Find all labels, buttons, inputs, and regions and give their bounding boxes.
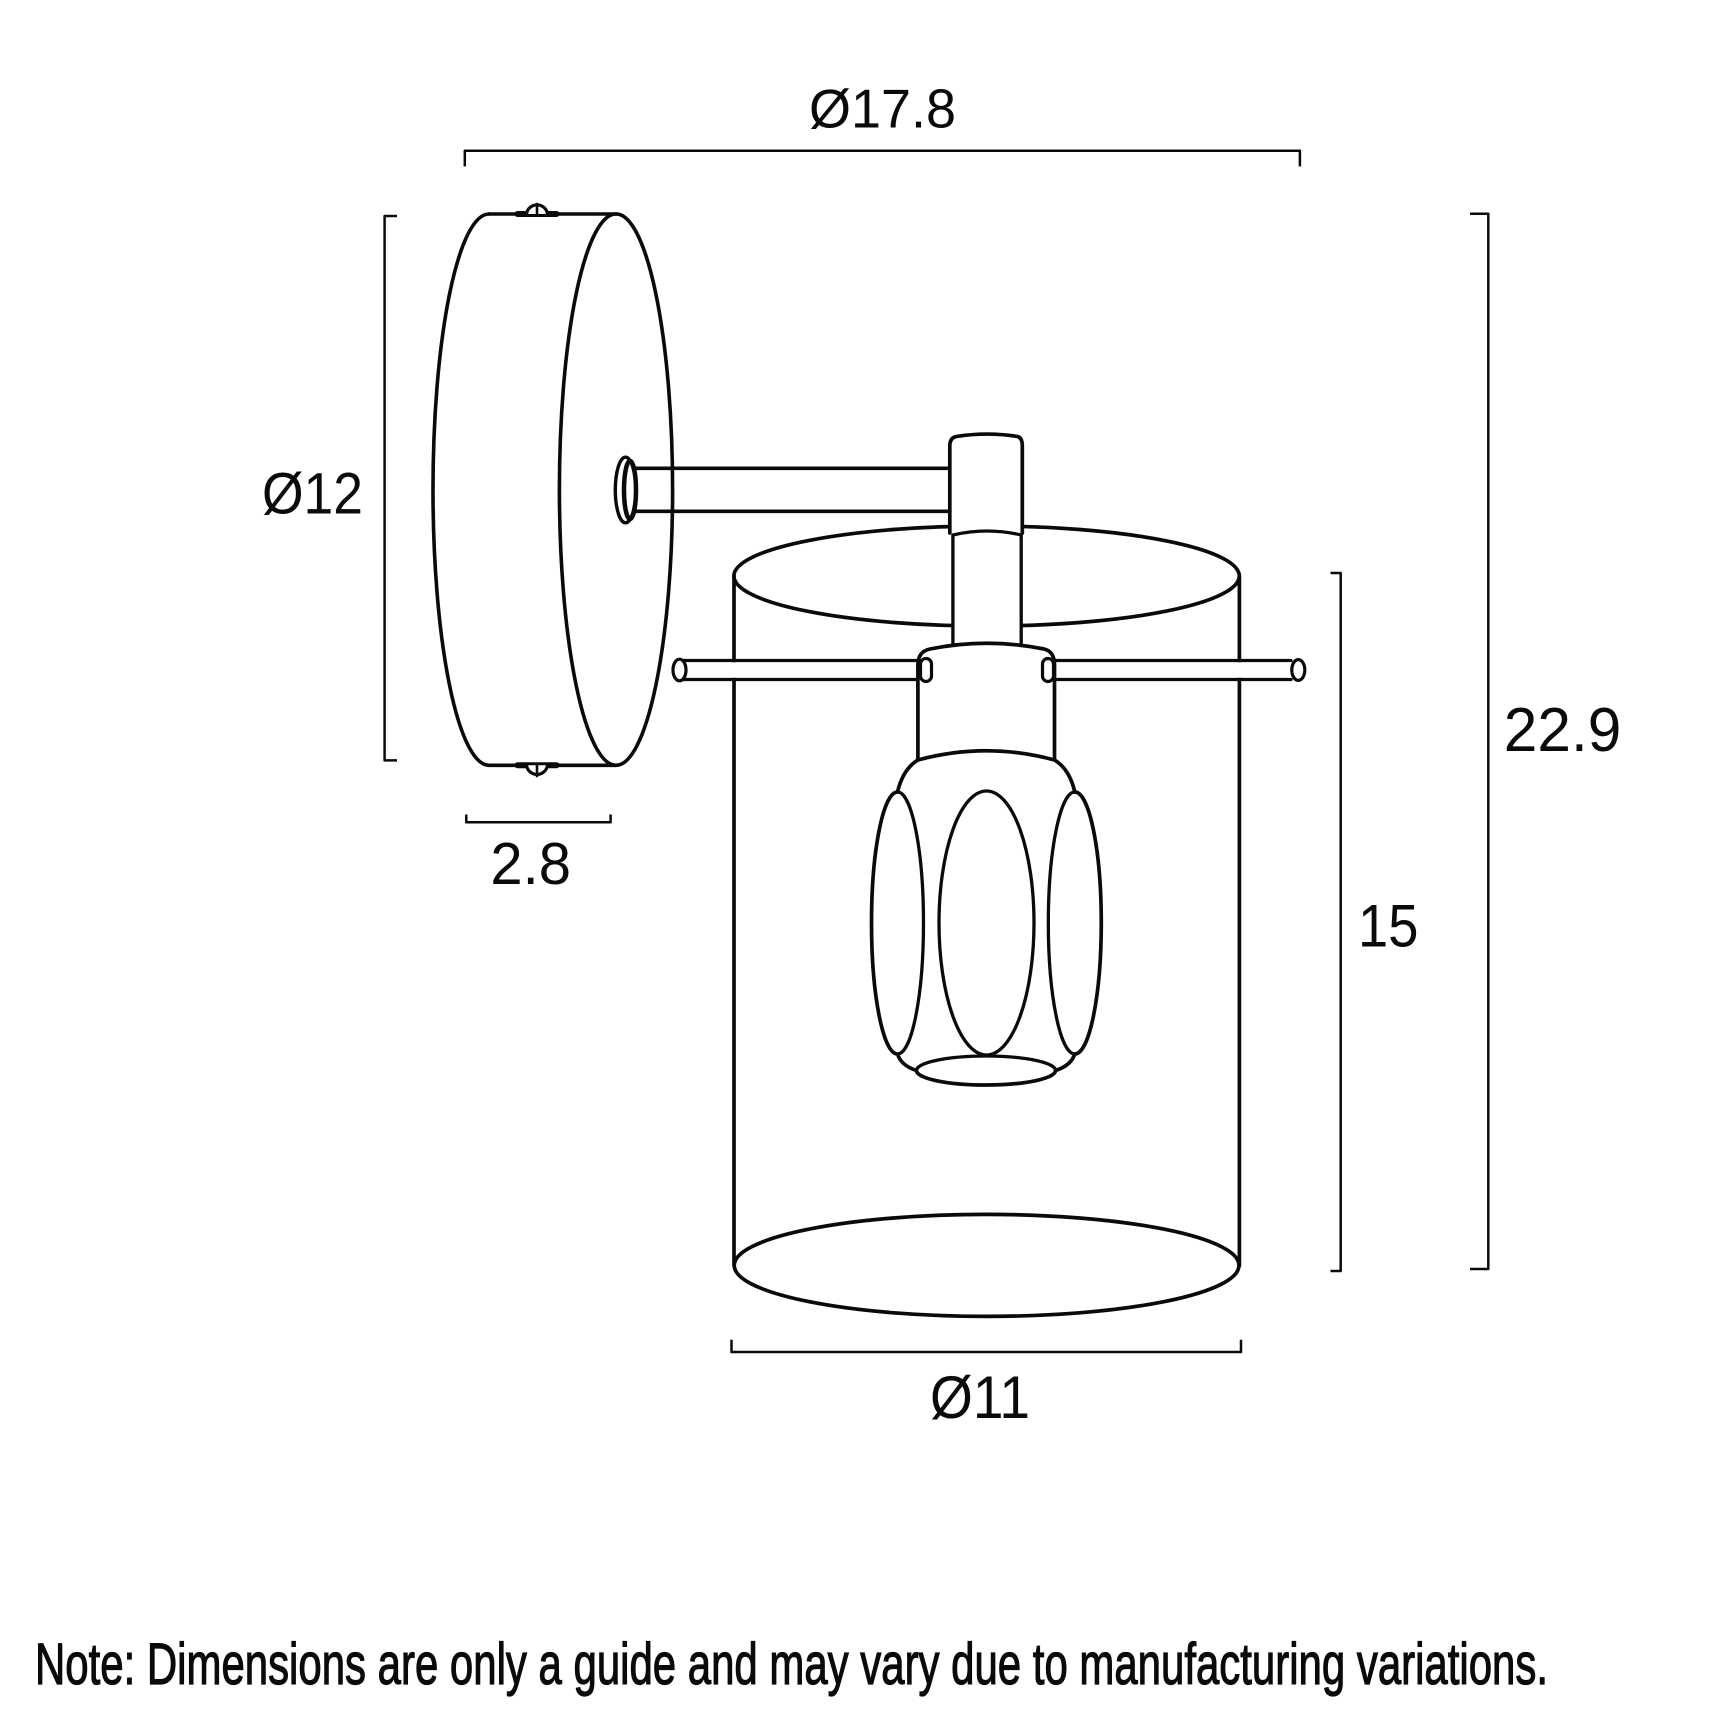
- svg-text:2.8: 2.8: [490, 831, 571, 897]
- svg-text:15: 15: [1358, 893, 1418, 960]
- svg-text:Ø17.8: Ø17.8: [809, 78, 956, 140]
- svg-text:Note: Dimensions are only a gu: Note: Dimensions are only a guide and ma…: [35, 1632, 1548, 1697]
- svg-text:22.9: 22.9: [1504, 696, 1622, 765]
- svg-text:Ø12: Ø12: [262, 462, 363, 527]
- svg-text:Ø11: Ø11: [930, 1364, 1030, 1431]
